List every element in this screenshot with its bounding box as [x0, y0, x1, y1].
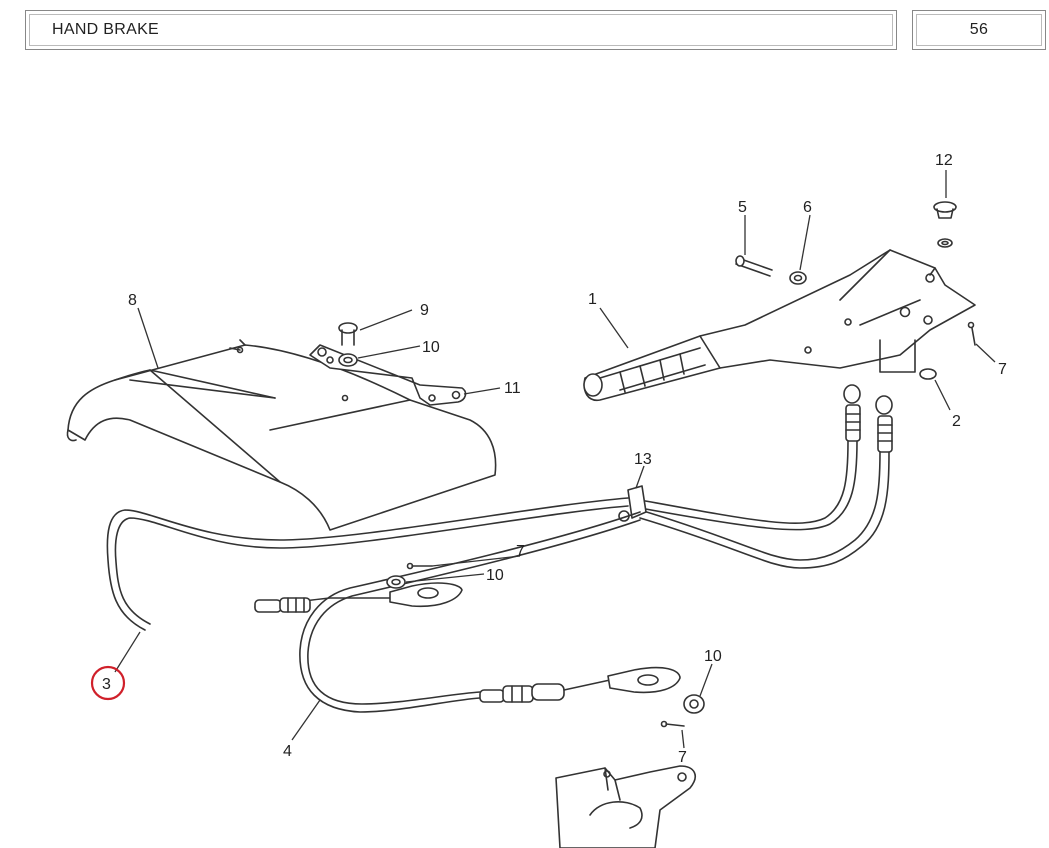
callout-10-mid: 10: [486, 567, 504, 584]
callout-6: 6: [803, 199, 812, 216]
part-8-cover: [66, 339, 497, 531]
callout-12: 12: [935, 152, 953, 169]
part-12-bolt: [933, 201, 957, 248]
page-number-box: 56: [912, 10, 1046, 50]
callout-2: 2: [952, 413, 961, 430]
callout-labels: 12 5 6 8 9 10 11 1 7 2 13 7 10 3 10 7 4: [90, 152, 1007, 766]
leader-lines: [114, 170, 996, 749]
part-2-clip: [919, 368, 937, 380]
bottom-bracket: [555, 765, 696, 848]
callout-7-mid: 7: [516, 543, 525, 560]
callout-7-lever: 7: [998, 361, 1007, 378]
callout-3: 3: [102, 676, 111, 693]
callout-10-top: 10: [422, 339, 440, 356]
callout-10-low: 10: [704, 648, 722, 665]
part-6-washer: [789, 271, 807, 285]
part-3-cable: [106, 497, 629, 631]
callout-13: 13: [634, 451, 652, 468]
part-4-cable: [299, 511, 681, 713]
callout-1: 1: [588, 291, 597, 308]
callout-9: 9: [420, 302, 429, 319]
callout-5: 5: [738, 199, 747, 216]
part-10-washer-top: [338, 353, 358, 367]
part-7-pin-mid: [406, 562, 433, 570]
callout-3-highlight-ring: [90, 665, 126, 701]
part-13-clip: [618, 485, 647, 522]
part-10-washer-low: [683, 694, 705, 714]
callout-8: 8: [128, 292, 137, 309]
part-1-lever: [583, 249, 976, 402]
part-5-pin: [735, 255, 773, 277]
page-title: HAND BRAKE: [52, 21, 160, 38]
part-10-washer-mid: [386, 575, 406, 589]
page-number: 56: [969, 21, 989, 38]
callout-4: 4: [283, 743, 292, 760]
part-7-pin-lever: [967, 321, 976, 346]
part-9-bolt: [338, 322, 358, 346]
cable-upper-ends: [639, 384, 893, 569]
title-box: HAND BRAKE: [25, 10, 897, 50]
callout-7-low: 7: [678, 749, 687, 766]
part-7-pin-low: [660, 720, 685, 728]
callout-11: 11: [504, 380, 521, 397]
